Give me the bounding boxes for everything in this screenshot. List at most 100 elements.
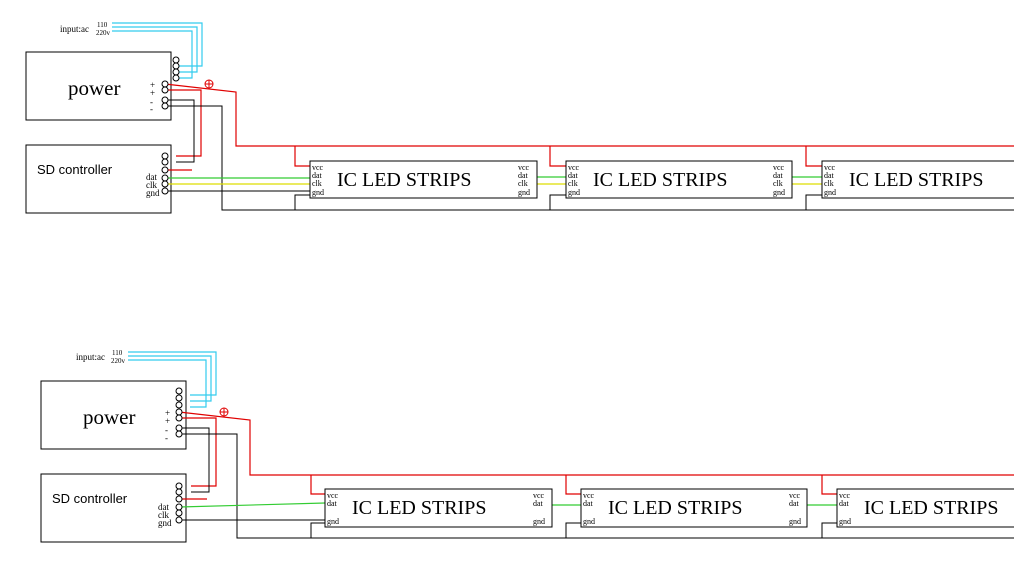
pin-vcc-out: vcc [773,163,785,172]
terminal-icon [175,488,183,496]
terminal-icon [161,102,169,110]
power-pin-minus-2: - [150,104,153,114]
terminal-icon [161,152,169,160]
ac-input-label: input:ac [76,352,105,362]
controller-pin-clk: clk [146,180,157,190]
terminal-icon [161,80,169,88]
pin-gnd-in: gnd [327,517,339,526]
terminal-icon [172,56,180,64]
ac-input-voltage-220: 220v [96,29,111,37]
pin-clk-out: clk [773,179,783,188]
pin-vcc-in: vcc [583,491,595,500]
ac-input-voltage-110: 110 [112,349,123,357]
sd-controller-label: SD controller [37,162,113,177]
power-terminals [161,56,180,110]
led-strip-2: IC LED STRIPS vcc dat clk gnd vcc dat cl… [565,160,793,199]
pin-vcc-out: vcc [789,491,801,500]
controller-pin-dat: dat [158,502,169,512]
pin-gnd-in: gnd [583,517,595,526]
terminal-icon [161,187,169,195]
pin-clk-in: clk [568,179,578,188]
led-strip-label: IC LED STRIPS [864,497,998,519]
led-strip-label: IC LED STRIPS [608,497,742,519]
terminal-icon [175,394,183,402]
terminal-icon [161,86,169,94]
diagram-2: input:ac 110 220v power + + - - SD contr… [40,349,1014,543]
power-pin-minus-1: - [165,425,168,435]
terminal-icon [161,180,169,188]
terminal-icon [161,96,169,104]
power-pin-plus-1: + [150,80,155,90]
sd-controller-box [25,144,172,214]
pin-dat-out: dat [789,499,800,508]
pin-dat-in: dat [824,171,835,180]
terminal-icon [161,166,169,174]
pin-gnd-out: gnd [533,517,545,526]
led-strip-1: IC LED STRIPS vcc dat clk gnd vcc dat cl… [309,160,538,199]
led-strip-3: IC LED STRIPS vcc dat clk gnd [821,160,1014,199]
pin-dat-in: dat [568,171,579,180]
power-terminals [175,387,183,438]
terminal-icon [175,516,183,524]
ac-input-voltage-110: 110 [97,21,108,29]
pin-vcc-out: vcc [518,163,530,172]
pin-clk-out: clk [518,179,528,188]
terminal-icon [172,68,180,76]
diagram-1: input:ac 110 220v power + + - - SD contr… [25,21,1014,214]
pin-dat-out: dat [533,499,544,508]
power-pin-minus-1: - [150,97,153,107]
terminal-icon [175,408,183,416]
terminal-icon [172,62,180,70]
pin-vcc-in: vcc [327,491,339,500]
data-wire-1 [178,502,326,508]
terminal-icon [175,424,183,432]
led-strip-1: IC LED STRIPS vcc dat gnd vcc dat gnd [324,488,553,528]
terminal-icon [175,503,183,511]
power-to-controller-positive [165,89,202,157]
pin-gnd-out: gnd [789,517,801,526]
pin-gnd-in: gnd [312,188,324,197]
pin-vcc-in: vcc [839,491,851,500]
pin-gnd-out: gnd [518,188,530,197]
ac-input-voltage-220: 220v [111,357,126,365]
controller-pin-dat: dat [146,172,157,182]
power-supply-label: power [68,76,120,100]
power-to-controller-negative [165,99,195,163]
power-pin-plus-2: + [150,88,155,98]
pin-clk-in: clk [312,179,322,188]
sd-controller-label: SD controller [52,491,128,506]
terminal-icon [175,495,183,503]
terminal-icon [175,387,183,395]
pin-vcc-in: vcc [312,163,324,172]
pin-dat-in: dat [839,499,850,508]
controller-terminals [161,152,169,195]
vcc-bus [178,411,1014,476]
power-to-controller-positive [179,417,217,487]
led-strip-2: IC LED STRIPS vcc dat gnd vcc dat gnd [580,488,808,528]
fuse-icon [204,79,214,89]
terminal-icon [175,430,183,438]
gnd-bus [165,105,1014,211]
terminal-icon [175,482,183,490]
power-to-controller-negative [179,427,210,493]
ac-input-wires [112,22,203,79]
ac-input-wires [128,351,217,408]
led-strip-3: IC LED STRIPS vcc dat gnd [836,488,1014,528]
terminal-icon [175,401,183,409]
fuse-icon [219,407,229,417]
pin-vcc-out: vcc [533,491,545,500]
led-strip-label: IC LED STRIPS [849,169,983,191]
pin-clk-in: clk [824,179,834,188]
pin-dat-in: dat [327,499,338,508]
pin-gnd-out: gnd [773,188,785,197]
pin-dat-out: dat [773,171,784,180]
led-strip-label: IC LED STRIPS [352,497,486,519]
vcc-bus [164,83,1014,147]
terminal-icon [172,74,180,82]
terminal-icon [175,414,183,422]
power-pin-plus-2: + [165,416,170,426]
power-pin-minus-2: - [165,433,168,443]
ac-input-label: input:ac [60,24,89,34]
controller-terminals [175,482,183,524]
